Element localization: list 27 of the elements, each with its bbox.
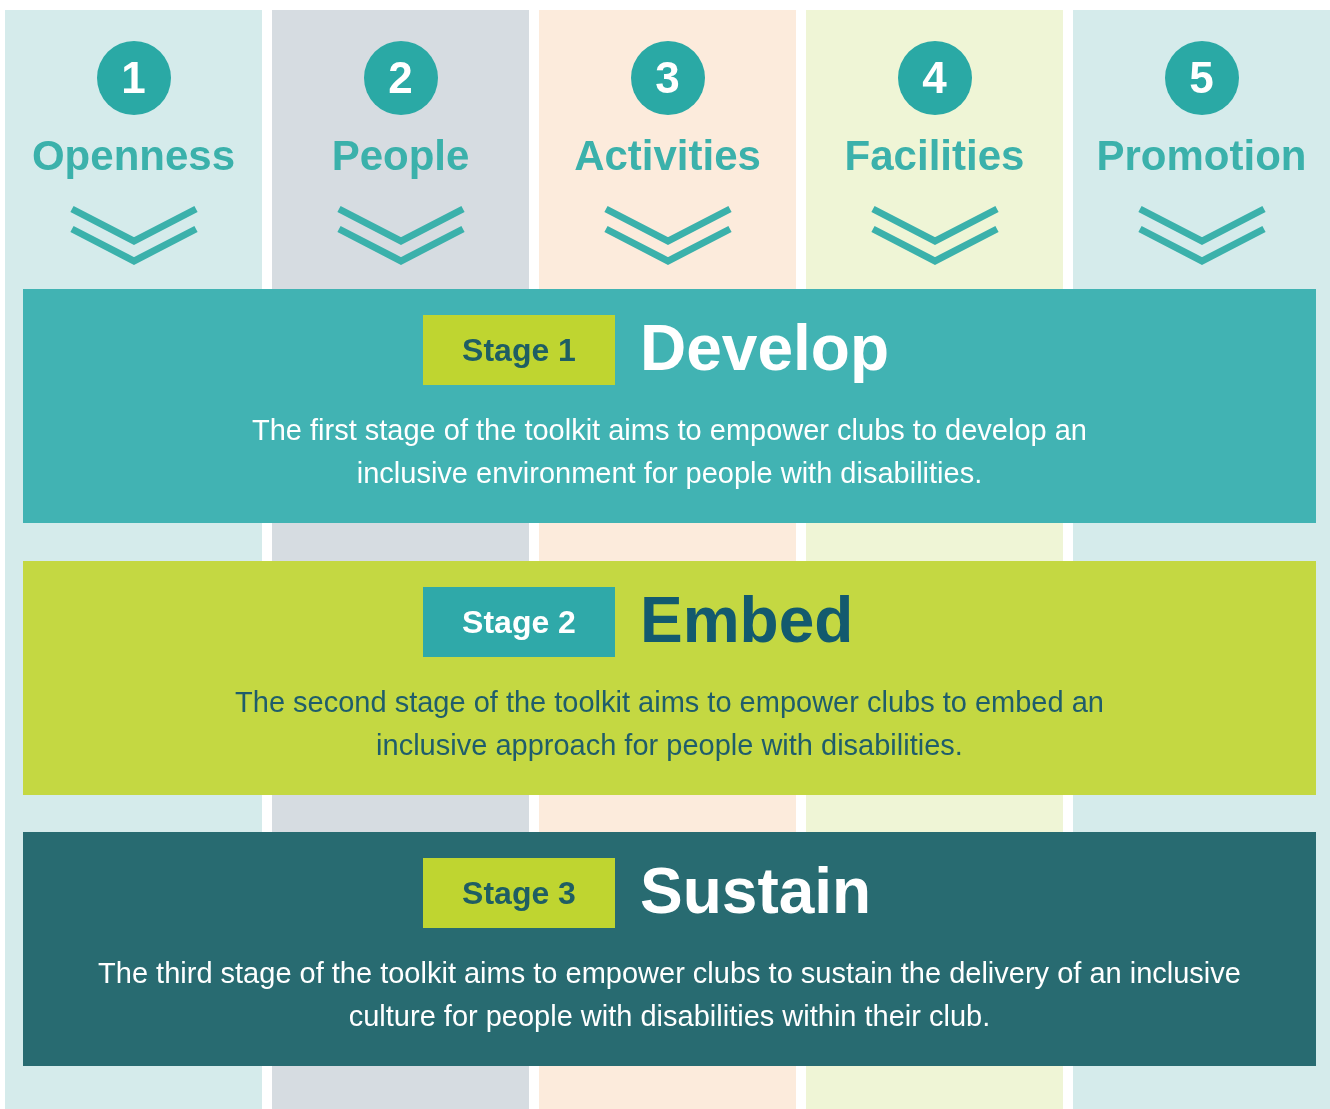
number-circle: 2 <box>363 41 438 115</box>
column-panel <box>806 10 1063 289</box>
number-circle: 1 <box>96 41 171 115</box>
stage-heading: Sustain <box>640 854 872 928</box>
column-title: Openness <box>30 132 237 180</box>
column-title: Facilities <box>843 132 1026 180</box>
column-panel <box>539 10 796 289</box>
stage-heading: Embed <box>640 583 854 657</box>
column-title: Promotion <box>1095 132 1308 180</box>
stage-tag: Stage 3 <box>423 858 615 928</box>
column-panel <box>1073 10 1330 289</box>
number-circle: 4 <box>897 41 972 115</box>
stage-band <box>23 832 1316 1066</box>
column-title: Activities <box>573 132 762 180</box>
column-title: People <box>330 132 471 180</box>
number-circle: 3 <box>630 41 705 115</box>
stage-description: The first stage of the toolkit aims to empower clubs to develop an inclusive environment for people with disabilities. <box>251 413 1088 491</box>
column-panel <box>5 10 262 289</box>
stage-band <box>23 289 1316 523</box>
stage-tag: Stage 2 <box>423 587 615 657</box>
column-panel <box>272 10 529 289</box>
number-circle: 5 <box>1164 41 1239 115</box>
stage-band <box>23 561 1316 795</box>
stage-description: The third stage of the toolkit aims to empower clubs to sustain the delivery of an inclusive culture for people with disabilities within their club. <box>97 956 1242 1034</box>
stage-heading: Develop <box>640 311 889 385</box>
stage-tag: Stage 1 <box>423 315 615 385</box>
stage-description: The second stage of the toolkit aims to empower clubs to embed an inclusive approach for people with disabilities. <box>234 685 1105 763</box>
